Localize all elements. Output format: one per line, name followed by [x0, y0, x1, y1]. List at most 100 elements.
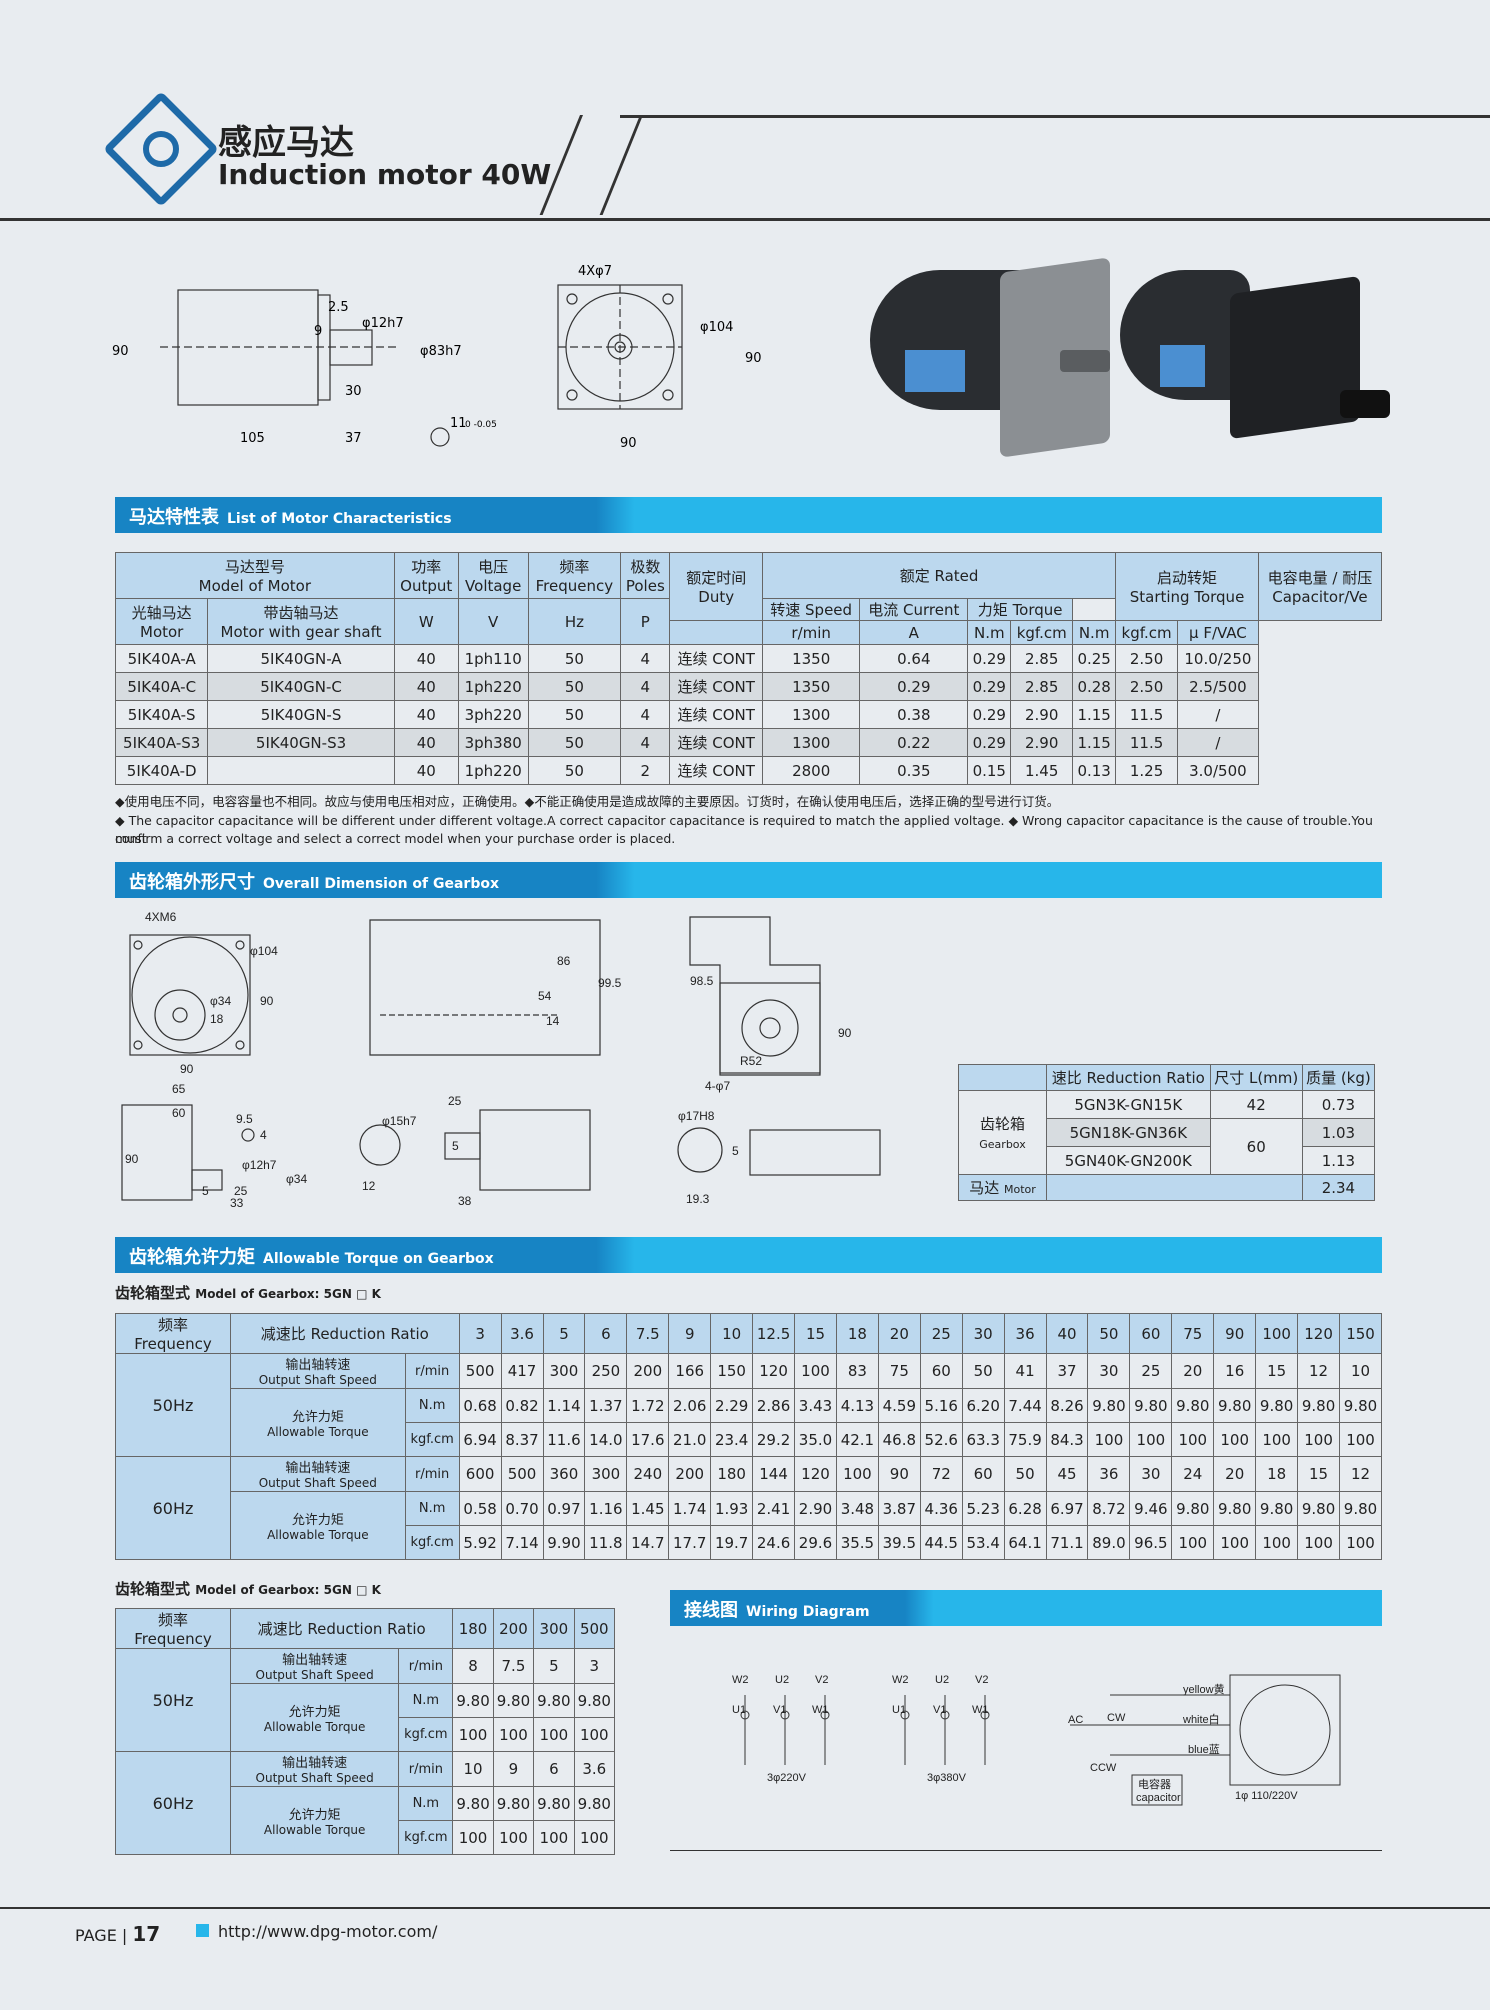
motor-cell: 4	[620, 644, 671, 673]
torque-cell: 100	[452, 1717, 494, 1752]
header-slant-diagonal2	[599, 115, 643, 215]
w-u2b: U2	[935, 1674, 949, 1686]
torque-cell: 20	[1213, 1456, 1257, 1492]
torque-cell: 39.5	[877, 1525, 921, 1560]
motor-photo-1-label	[905, 350, 965, 392]
ratio-cell: 200	[492, 1608, 535, 1649]
motor-photo-2-shaft	[1340, 390, 1390, 418]
motor-cell: 2	[620, 756, 671, 785]
torque-cell: 29.6	[794, 1525, 837, 1560]
motor-cell: 2.5/500	[1176, 672, 1259, 701]
torque-cell: 9.80	[1171, 1388, 1215, 1423]
torque-cell: 72	[919, 1456, 963, 1492]
motor-cell: 连续 CONT	[669, 700, 763, 729]
torque-cell: 9.80	[533, 1683, 575, 1718]
freq-60: 60Hz	[115, 1751, 231, 1855]
torque-cell: 64.1	[1003, 1525, 1047, 1560]
torque-cell: 1.93	[710, 1491, 754, 1526]
torque-cell: 120	[752, 1353, 796, 1389]
torque-cell: 1.74	[668, 1491, 712, 1526]
g-90-d: 90	[125, 1152, 139, 1166]
torque-cell: 35.5	[835, 1525, 879, 1560]
ratio-cell: 90	[1213, 1313, 1257, 1354]
g-14: 14	[546, 1014, 560, 1028]
unit: r/min	[404, 1353, 460, 1389]
torque-cell: 45	[1045, 1456, 1089, 1492]
ratio-cell: 3.6	[500, 1313, 544, 1354]
motor-cell: 0.38	[859, 700, 969, 729]
g-33: 33	[230, 1196, 244, 1210]
torque-cell: 100	[1171, 1525, 1215, 1560]
dim-30: 30	[345, 384, 362, 399]
motor-label: 马达 Motor	[958, 1174, 1047, 1201]
torque-cell: 35.0	[794, 1422, 837, 1457]
dim-105: 105	[240, 431, 265, 446]
unit-rmin: r/min	[761, 620, 861, 645]
w-w1: W1	[812, 1704, 829, 1716]
torque-cell: 20	[1171, 1353, 1215, 1389]
torque-cell: 9.80	[573, 1683, 616, 1718]
motor-cell: 1.25	[1115, 756, 1178, 785]
g-4xm6: 4XM6	[145, 910, 177, 924]
unit-a: A	[859, 620, 969, 645]
torque-cell: 24.6	[752, 1525, 796, 1560]
motor-cell: 0.29	[967, 700, 1012, 729]
torque-cell: 0.68	[458, 1388, 502, 1423]
torque-cell: 1.37	[584, 1388, 628, 1423]
torque-cell: 4.59	[877, 1388, 921, 1423]
torque-cell: 84.3	[1045, 1422, 1089, 1457]
motor-cell: 11.5	[1115, 728, 1178, 757]
section-title-cn: 接线图	[684, 1600, 738, 1621]
torque-cell: 60	[919, 1353, 963, 1389]
gear-model: 5GN40K-GN200K	[1046, 1146, 1211, 1175]
motor-cell: 5IK40A-A	[114, 644, 209, 673]
motor-blank	[1046, 1174, 1303, 1201]
torque-cell: 3.48	[835, 1491, 879, 1526]
unit-hz: Hz	[527, 598, 622, 645]
motor-cell: 0.15	[967, 756, 1012, 785]
torque-cell: 52.6	[919, 1422, 963, 1457]
unit: kgf.cm	[404, 1525, 460, 1560]
w-v2: V2	[815, 1674, 828, 1686]
torque-cell: 14.7	[626, 1525, 670, 1560]
torque-cell: 5.16	[919, 1388, 963, 1423]
unit-cap: μ F/VAC	[1176, 620, 1259, 645]
torque-cell: 100	[1171, 1422, 1215, 1457]
torque-cell: 3.6	[573, 1751, 616, 1787]
motor-cell: 1ph220	[457, 756, 529, 785]
ratio-cell: 50	[1087, 1313, 1131, 1354]
torque-cell: 37	[1045, 1353, 1089, 1389]
torque-cell: 17.7	[668, 1525, 712, 1560]
note-cn: ◆使用电压不同，电容容量也不相同。故应与使用电压相对应，正确使用。◆不能正确使用…	[115, 794, 1060, 809]
ratio-cell: 10	[710, 1313, 754, 1354]
w-cap-cn: 电容器	[1138, 1777, 1171, 1791]
motor-cell: 0.25	[1072, 644, 1117, 673]
torque-cell: 9.80	[1129, 1388, 1173, 1423]
website-link[interactable]: http://www.dpg-motor.com/	[218, 1922, 438, 1941]
gearbox-model-label-2: 齿轮箱型式 Model of Gearbox: 5GN □ K	[115, 1580, 381, 1598]
torque-cell: 100	[1339, 1422, 1382, 1457]
dim-90-c: 90	[620, 436, 637, 451]
torque-cell: 63.3	[961, 1422, 1005, 1457]
w-380: 3φ380V	[927, 1772, 967, 1784]
unit-duty-blank	[669, 620, 763, 645]
motor-cell: 1ph220	[457, 672, 529, 701]
torque-cell: 5.23	[961, 1491, 1005, 1526]
dim-9: 9	[314, 324, 322, 339]
w-white: white白	[1182, 1712, 1220, 1726]
torque-cell: 7.44	[1003, 1388, 1047, 1423]
torque-cell: 5	[533, 1648, 575, 1684]
ratio-cell: 300	[533, 1608, 575, 1649]
w-yellow: yellow黄	[1183, 1682, 1225, 1696]
torque-cell: 83	[835, 1353, 879, 1389]
th-ratio: 减速比 Reduction Ratio	[229, 1608, 454, 1649]
torque-cell: 417	[500, 1353, 544, 1389]
gear-model: 5GN18K-GN36K	[1046, 1118, 1211, 1147]
note-en-1: ◆ The capacitor capacitance will be diff…	[115, 813, 1373, 846]
